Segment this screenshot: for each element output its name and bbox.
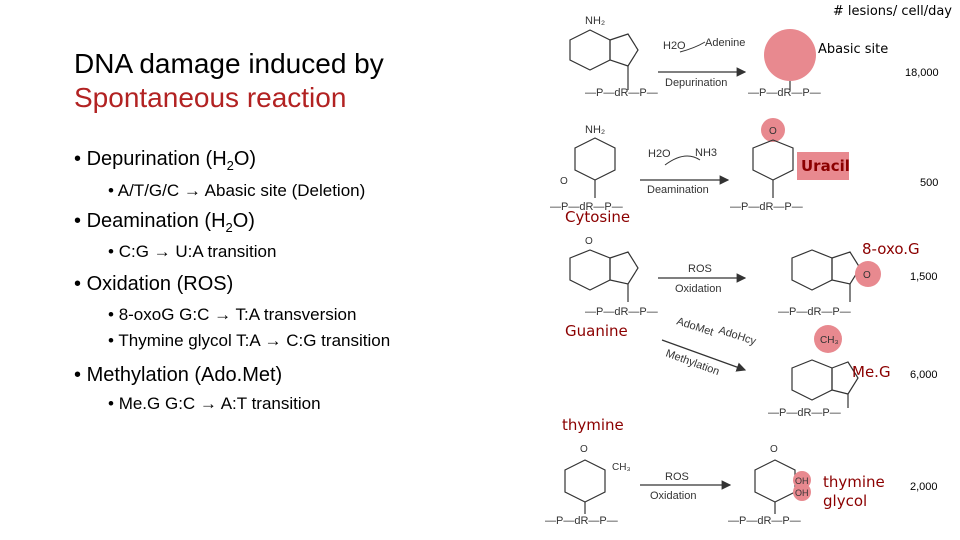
svg-text:O: O bbox=[585, 236, 593, 247]
svg-text:O: O bbox=[560, 176, 568, 187]
label-cytosine: Cytosine bbox=[565, 208, 631, 226]
svg-text:—P—dR—P—: —P—dR—P— bbox=[748, 87, 821, 99]
svg-text:CH₃: CH₃ bbox=[612, 462, 631, 473]
svg-text:—P—dR—P—: —P—dR—P— bbox=[778, 306, 851, 318]
label-thymine: thymine bbox=[562, 416, 624, 434]
sub-bullet-thymine-glycol: • Thymine glycol T:A → C:G transition bbox=[108, 331, 391, 350]
svg-text:Adenine: Adenine bbox=[705, 37, 745, 49]
label-guanine: Guanine bbox=[565, 322, 628, 340]
sub-bullet-methylation: • Me.G G:C → A:T transition bbox=[108, 394, 321, 413]
meg-highlight bbox=[814, 325, 842, 353]
slide-title: DNA damage induced by bbox=[74, 48, 384, 79]
uracil-box bbox=[797, 152, 849, 180]
uracil-o-highlight bbox=[761, 118, 785, 142]
count-methylation: 6,000 bbox=[910, 369, 938, 381]
svg-text:Depurination: Depurination bbox=[665, 77, 727, 89]
svg-text:NH3: NH3 bbox=[695, 147, 717, 159]
dna-damage-diagram: NH₂ —P—dR—P— H2O Adenine Depurination —P… bbox=[545, 15, 939, 527]
svg-text:ROS: ROS bbox=[688, 263, 712, 275]
sub-bullet-depurination: • A/T/G/C → Abasic site (Deletion) bbox=[108, 181, 366, 200]
svg-text:AdoMet: AdoMet bbox=[675, 315, 715, 338]
svg-text:O: O bbox=[770, 444, 778, 455]
bullet-oxidation: • Oxidation (ROS) bbox=[74, 273, 234, 295]
label-thymine-glycol-1: thymine bbox=[823, 473, 885, 491]
count-thymine-glycol: 2,000 bbox=[910, 481, 938, 493]
svg-text:—P—dR—P—: —P—dR—P— bbox=[768, 407, 841, 419]
units-header: # lesions/ cell/day bbox=[832, 4, 952, 19]
oxidation-guanine-reaction: O —P—dR—P— ROS Oxidation O —P—dR—P— bbox=[569, 236, 881, 318]
svg-text:NH₂: NH₂ bbox=[585, 15, 605, 27]
slide-subtitle: Spontaneous reaction bbox=[74, 82, 347, 113]
sub-bullet-deamination: • C:G → U:A transition bbox=[108, 242, 277, 261]
svg-text:—P—dR—P—: —P—dR—P— bbox=[585, 87, 658, 99]
svg-text:O: O bbox=[863, 270, 871, 281]
svg-text:ROS: ROS bbox=[665, 471, 689, 483]
svg-text:Methylation: Methylation bbox=[664, 348, 721, 379]
glycol-oh2-highlight bbox=[793, 483, 811, 501]
count-depurination: 18,000 bbox=[905, 67, 939, 79]
svg-text:—P—dR—P—: —P—dR—P— bbox=[585, 306, 658, 318]
oxidation-thymine-reaction: O CH₃ —P—dR—P— ROS Oxidation O OH OH —P—… bbox=[545, 444, 811, 527]
methylation-reaction: AdoMet AdoHcy Methylation CH₃ —P—dR—P— bbox=[661, 315, 859, 419]
label-8-oxo-g: 8-oxo.G bbox=[862, 240, 920, 258]
svg-text:OH: OH bbox=[795, 476, 809, 486]
count-oxog: 1,500 bbox=[910, 271, 938, 283]
depurination-reaction: NH₂ —P—dR—P— H2O Adenine Depurination —P… bbox=[569, 15, 821, 99]
bullet-depurination: • Depurination (H2O) bbox=[74, 148, 257, 173]
svg-text:H2O: H2O bbox=[648, 148, 671, 160]
svg-text:H2O: H2O bbox=[663, 40, 686, 52]
svg-text:Oxidation: Oxidation bbox=[650, 490, 696, 502]
label-uracil: Uracil bbox=[801, 157, 850, 175]
label-thymine-glycol-2: glycol bbox=[823, 492, 868, 510]
svg-text:CH₃: CH₃ bbox=[820, 335, 839, 346]
svg-text:Oxidation: Oxidation bbox=[675, 283, 721, 295]
sub-bullet-oxog: • 8-oxoG G:C → T:A transversion bbox=[108, 305, 357, 324]
label-abasic-site: Abasic site bbox=[818, 42, 889, 57]
svg-text:Deamination: Deamination bbox=[647, 184, 709, 196]
svg-text:O: O bbox=[580, 444, 588, 455]
oxog-highlight bbox=[855, 261, 881, 287]
svg-text:—P—dR—P—: —P—dR—P— bbox=[728, 515, 801, 527]
bullet-methylation: • Methylation (Ado.Met) bbox=[74, 364, 283, 386]
svg-text:NH₂: NH₂ bbox=[585, 124, 605, 136]
label-me-g: Me.G bbox=[852, 363, 891, 381]
svg-text:—P—dR—P—: —P—dR—P— bbox=[545, 515, 618, 527]
bullet-deamination: • Deamination (H2O) bbox=[74, 210, 255, 235]
count-deamination: 500 bbox=[920, 177, 938, 189]
svg-text:—P—dR—P—: —P—dR—P— bbox=[550, 201, 623, 213]
deamination-reaction: NH₂ O —P—dR—P— H2O NH3 Deamination O —P—… bbox=[550, 118, 803, 213]
svg-text:O: O bbox=[769, 126, 777, 137]
abasic-highlight bbox=[764, 29, 816, 81]
svg-text:—P—dR—P—: —P—dR—P— bbox=[730, 201, 803, 213]
svg-text:AdoHcy: AdoHcy bbox=[717, 324, 758, 347]
svg-text:OH: OH bbox=[795, 488, 809, 498]
